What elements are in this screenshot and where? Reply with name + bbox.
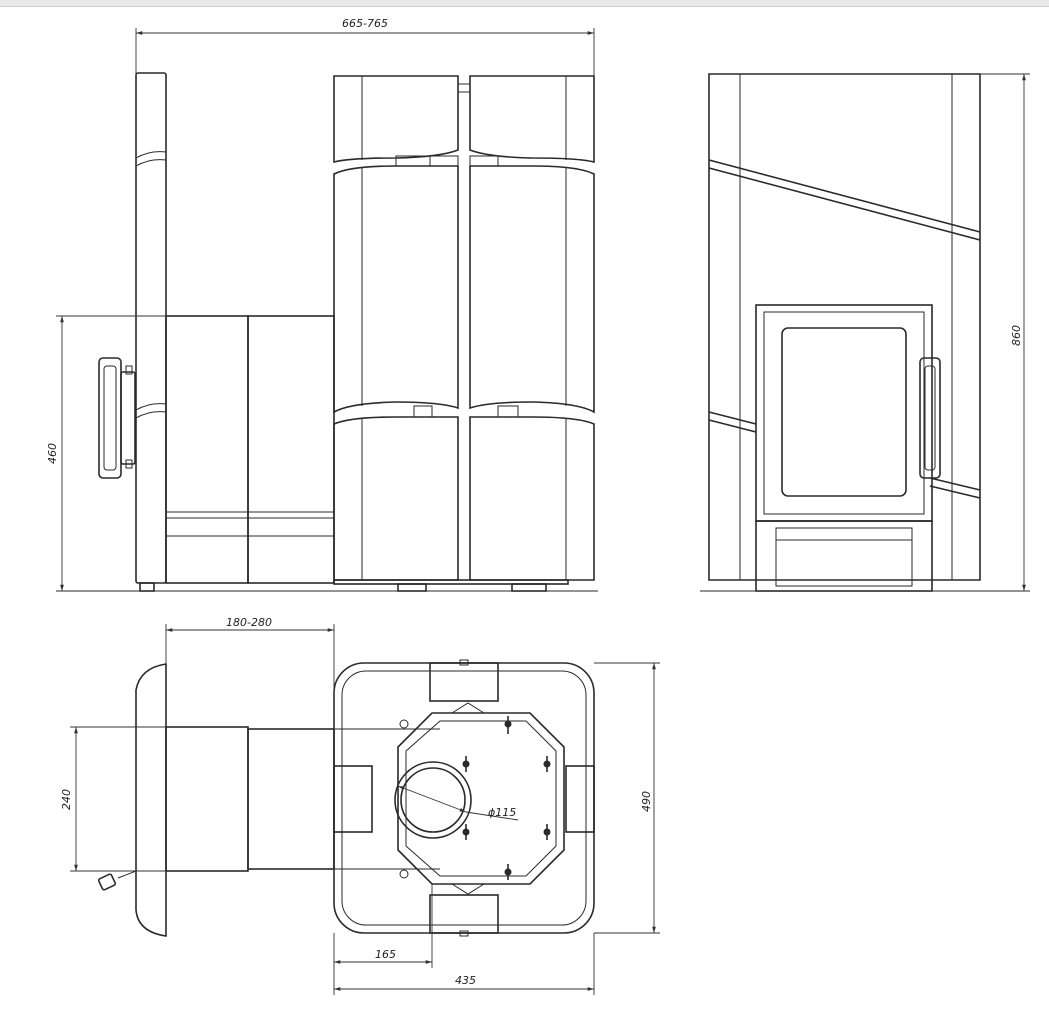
firebox-height-label: 460 [46,443,59,464]
overall-depth-label: 665-765 [342,17,388,30]
flue-width-label: 240 [60,789,73,810]
door-handle-icon [98,357,136,479]
chimney-offset-label: 180-280 [226,616,272,629]
stove-door [755,304,933,522]
cladding-blocks [333,75,595,581]
toolbar-strip [0,0,1049,7]
base-width-label: 435 [455,974,476,987]
flue-diameter-label: ϕ115 [488,806,516,819]
side-view: 665-765 460 [46,17,598,592]
base-offset-label: 165 [375,948,396,961]
door-handle-front-icon [919,357,941,479]
body-depth-label: 490 [640,791,653,812]
front-view: 860 [700,73,1030,592]
top-view: ϕ115 180-280 240 490 165 435 [60,616,660,995]
stove-height-label: 860 [1010,325,1023,346]
damper-lever-icon [97,870,137,891]
stove-top-plate [397,702,565,895]
